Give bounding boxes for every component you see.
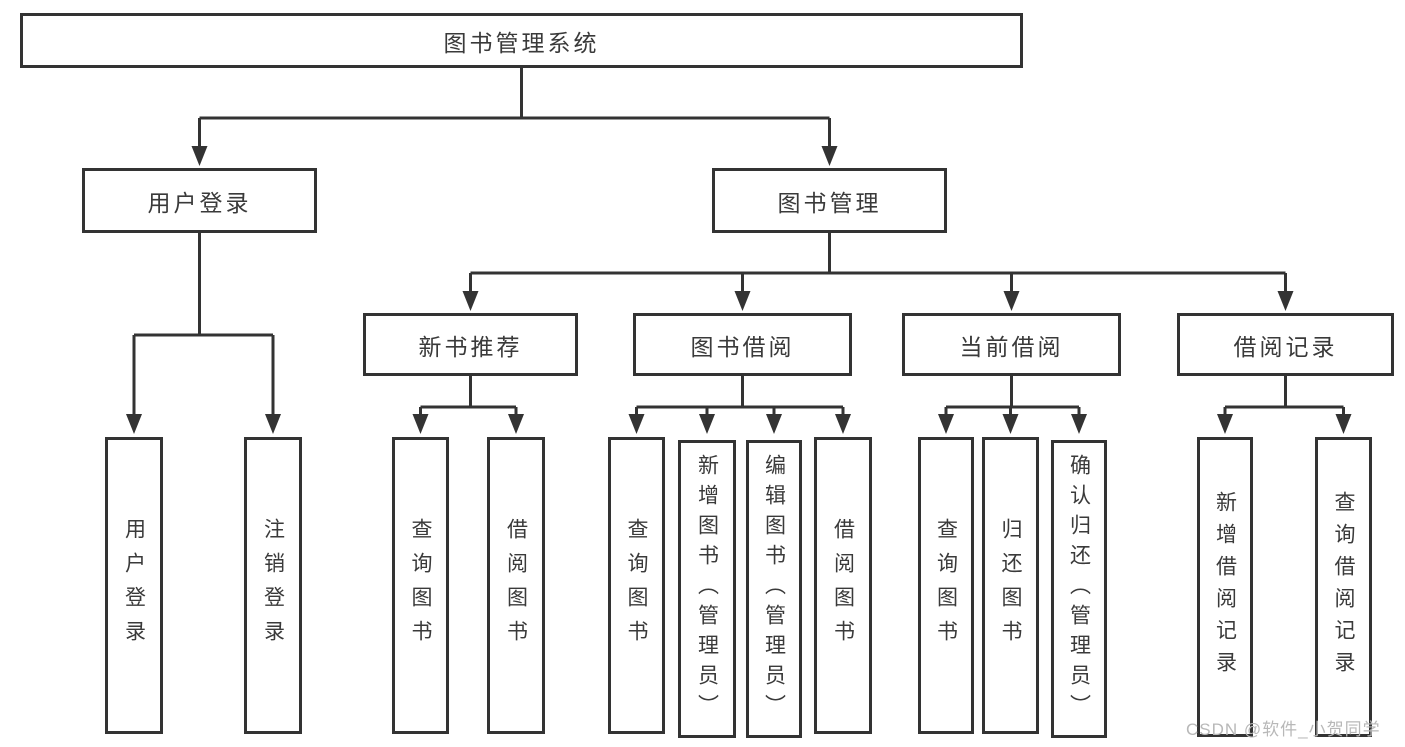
section-label: 当前借阅 bbox=[959, 333, 1064, 360]
arrowhead-icon bbox=[462, 291, 479, 311]
arrowhead-icon bbox=[628, 414, 645, 434]
leaf-user-login: 用户登录 bbox=[105, 437, 163, 734]
leaf-edit-books-admin: 编辑图书（管理员） bbox=[746, 440, 802, 738]
leaf-return-books: 归还图书 bbox=[982, 437, 1039, 734]
csdn-watermark: CSDN @软件_小贺同学 bbox=[1186, 720, 1381, 739]
leaf-label: 新增图书（管理员） bbox=[695, 454, 719, 724]
section-label: 新书推荐 bbox=[418, 333, 523, 360]
arrowhead-icon bbox=[265, 414, 281, 434]
branch-user-login: 用户登录 bbox=[82, 168, 317, 233]
arrowhead-icon bbox=[766, 414, 782, 434]
leaf-query-books: 查询图书 bbox=[608, 437, 665, 734]
leaf-query-books: 查询图书 bbox=[918, 437, 974, 734]
leaf-logout: 注销登录 bbox=[244, 437, 302, 734]
root-node-label: 图书管理系统 bbox=[443, 29, 600, 56]
leaf-query-books: 查询图书 bbox=[392, 437, 449, 734]
section-book-borrow: 图书借阅 bbox=[633, 313, 852, 376]
arrowhead-icon bbox=[699, 414, 715, 434]
section-current-borrow: 当前借阅 bbox=[902, 313, 1121, 376]
leaf-label: 查询图书 bbox=[409, 517, 432, 654]
leaf-label: 新增借阅记录 bbox=[1213, 491, 1237, 683]
arrowhead-icon bbox=[508, 414, 524, 434]
section-label: 借阅记录 bbox=[1233, 333, 1338, 360]
arrowhead-icon bbox=[1071, 414, 1087, 434]
arrowhead-icon bbox=[1003, 291, 1020, 311]
leaf-label: 注销登录 bbox=[261, 517, 285, 654]
leaf-label: 查询图书 bbox=[625, 517, 648, 654]
branch-book-management: 图书管理 bbox=[712, 168, 947, 233]
arrowhead-icon bbox=[1002, 414, 1019, 434]
leaf-label: 查询借阅记录 bbox=[1332, 491, 1355, 683]
branch-label: 用户登录 bbox=[147, 189, 252, 216]
section-label: 图书借阅 bbox=[690, 333, 795, 360]
leaf-label: 确认归还（管理员） bbox=[1067, 454, 1091, 724]
leaf-add-books-admin: 新增图书（管理员） bbox=[678, 440, 736, 738]
leaf-label: 归还图书 bbox=[999, 517, 1022, 654]
leaf-borrow-books: 借阅图书 bbox=[487, 437, 545, 734]
leaf-add-borrow-record: 新增借阅记录 bbox=[1197, 437, 1253, 737]
leaf-label: 借阅图书 bbox=[504, 517, 528, 654]
arrowhead-icon bbox=[1277, 291, 1294, 311]
section-new-book-recommend: 新书推荐 bbox=[363, 313, 578, 376]
arrowhead-icon bbox=[734, 291, 751, 311]
branch-label: 图书管理 bbox=[777, 189, 882, 216]
arrowhead-icon bbox=[191, 146, 208, 166]
leaf-label: 用户登录 bbox=[122, 517, 146, 654]
arrowhead-icon bbox=[412, 414, 429, 434]
section-borrow-records: 借阅记录 bbox=[1177, 313, 1394, 376]
leaf-query-borrow-record: 查询借阅记录 bbox=[1315, 437, 1372, 737]
leaf-confirm-return-admin: 确认归还（管理员） bbox=[1051, 440, 1107, 738]
arrowhead-icon bbox=[835, 414, 851, 434]
arrowhead-icon bbox=[938, 414, 954, 434]
leaf-label: 编辑图书（管理员） bbox=[762, 454, 786, 724]
leaf-label: 借阅图书 bbox=[831, 517, 855, 654]
root-node-library-management-system: 图书管理系统 bbox=[20, 13, 1023, 68]
arrowhead-icon bbox=[821, 146, 838, 166]
arrowhead-icon bbox=[126, 414, 142, 434]
leaf-label: 查询图书 bbox=[934, 517, 958, 654]
leaf-borrow-books: 借阅图书 bbox=[814, 437, 872, 734]
arrowhead-icon bbox=[1217, 414, 1233, 434]
arrowhead-icon bbox=[1335, 414, 1352, 434]
